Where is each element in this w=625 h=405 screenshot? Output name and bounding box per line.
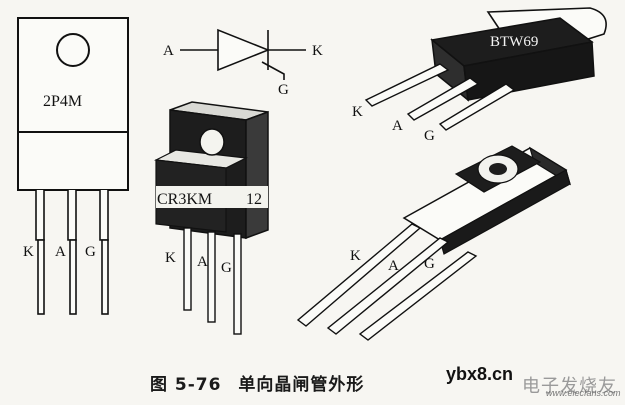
pin-label-k: K (352, 104, 363, 120)
device-to126 (296, 145, 571, 341)
symbol-gate-label: G (278, 82, 289, 98)
watermark-brand: 电子发烧友 (522, 376, 617, 397)
symbol-cathode-label: K (312, 43, 323, 59)
model-label: BTW69 (490, 34, 538, 50)
leads (364, 63, 516, 131)
leads (35, 190, 109, 315)
device-cr3km (153, 101, 269, 335)
pin-label-g: G (424, 128, 435, 144)
package-body (17, 131, 129, 191)
model-suffix-label: 12 (246, 191, 262, 208)
model-label: 2P4M (43, 93, 82, 110)
leads (296, 223, 478, 341)
thyristor-symbol (180, 28, 306, 80)
pin-label-a: A (388, 258, 399, 274)
pin-label-g: G (221, 260, 232, 276)
device-btw69 (364, 7, 607, 131)
pin-label-a: A (392, 118, 403, 134)
model-label: CR3KM (157, 191, 212, 208)
mounting-hole (56, 33, 90, 67)
pin-label-g: G (424, 256, 435, 272)
figure-title: 单向晶闸管外形 (238, 375, 365, 395)
watermark-site: ybx8.cn (446, 364, 514, 384)
leads (183, 227, 242, 335)
figure-caption: 图 5-76 单向晶闸管外形 (150, 370, 374, 395)
watermark-url: www.elecfans.com (546, 388, 621, 398)
pin-label-k: K (23, 244, 34, 260)
symbol-anode-label: A (163, 43, 174, 59)
pin-label-k: K (350, 248, 361, 264)
pin-label-a: A (55, 244, 66, 260)
pin-label-a: A (197, 254, 208, 270)
mounting-hole (199, 128, 225, 156)
figure-number: 图 5-76 (150, 375, 222, 395)
pin-label-g: G (85, 244, 96, 260)
pin-label-k: K (165, 250, 176, 266)
device-2p4m: 2P4M K A G (17, 17, 129, 315)
